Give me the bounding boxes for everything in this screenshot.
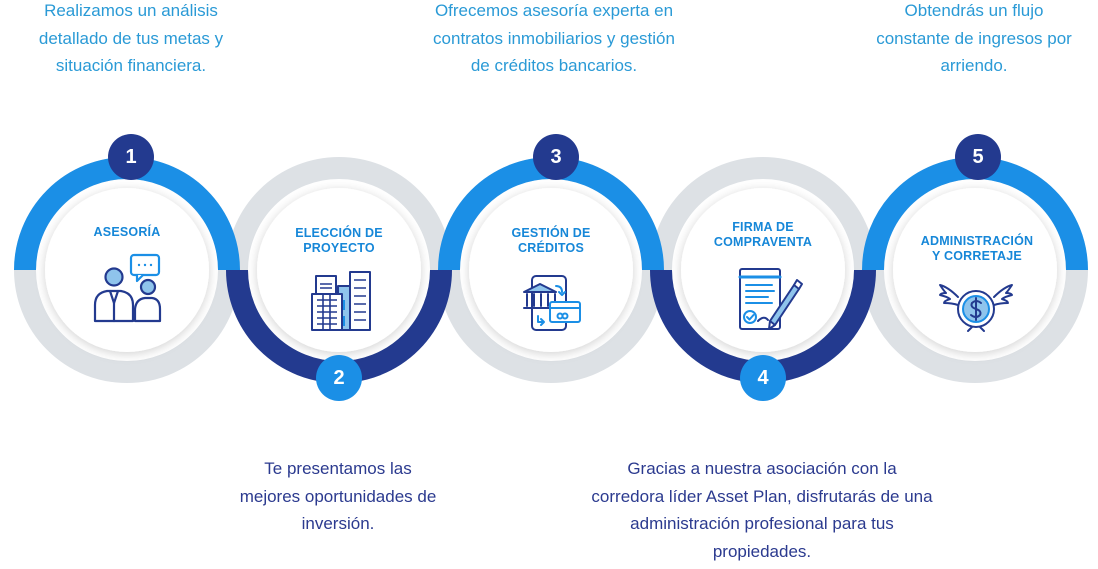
step-3-disc — [469, 188, 633, 352]
step-2-description: Te presentamos las mejores oportunidades… — [240, 455, 437, 538]
step-5-description-line: Obtendrás un flujo — [904, 1, 1044, 20]
step-2-description-line: Te presentamos las — [264, 459, 412, 478]
step-5-description-line: arriendo. — [940, 56, 1008, 75]
step-1-number-badge: 1 — [108, 134, 154, 180]
step-1-description-line: detallado de tus metas y — [38, 28, 224, 48]
step-1-description-line: situación financiera. — [55, 56, 207, 75]
step-2-title: ELECCIÓN DE PROYECTO — [295, 226, 383, 256]
step-3-description-line: Ofrecemos asesoría experta en — [434, 1, 674, 20]
step-4-title: FIRMA DE COMPRAVENTA — [714, 220, 812, 250]
step-3-title: GESTIÓN DE CRÉDITOS — [511, 226, 590, 256]
step-5-title: ADMINISTRACIÓN Y CORRETAJE — [921, 234, 1034, 264]
step-1-description-line: Realizamos un análisis — [44, 1, 218, 20]
step-4-number-badge: 4 — [740, 355, 786, 401]
winged-coin-icon — [939, 284, 1013, 332]
step-4-description-line: Gracias a nuestra asociación con la — [627, 459, 897, 478]
step-5-disc — [893, 188, 1057, 352]
step-3-description-line: contratos inmobiliarios y gestión — [433, 28, 675, 48]
step-1-title-line: ASESORÍA — [93, 225, 161, 239]
step-3-description: Ofrecemos asesoría experta en contratos … — [433, 0, 675, 80]
step-5-description: Obtendrás un flujo constante de ingresos… — [876, 0, 1072, 80]
step-4-description-line: propiedades. — [712, 541, 812, 561]
step-5-title-line: ADMINISTRACIÓN — [920, 234, 1034, 248]
step-3-number-badge: 3 — [533, 134, 579, 180]
step-5-description-line: constante de ingresos por — [876, 28, 1072, 48]
step-1-disc — [45, 188, 209, 352]
step-1-description: Realizamos un análisis detallado de tus … — [39, 0, 223, 80]
step-4-description-line: corredora líder Asset Plan, disfrutarás … — [591, 486, 933, 506]
step-2-title-line: ELECCIÓN DE — [295, 226, 383, 240]
step-2-title-line: PROYECTO — [303, 241, 375, 255]
step-2-description-line: mejores oportunidades de — [239, 486, 437, 506]
step-1-title: ASESORÍA — [94, 225, 161, 240]
step-3-description-line: de créditos bancarios. — [470, 56, 638, 75]
step-2-description-line: inversión. — [301, 514, 375, 533]
step-3-title-line: CRÉDITOS — [518, 241, 584, 255]
step-2-number-badge: 2 — [316, 355, 362, 401]
step-4-title-line: COMPRAVENTA — [713, 235, 813, 249]
step-5-title-line: Y CORRETAJE — [932, 249, 1022, 263]
step-4-description-line: administración profesional para tus — [630, 514, 894, 533]
step-2-disc — [257, 188, 421, 352]
contract-signing-icon — [738, 268, 803, 330]
advisory-people-icon — [93, 253, 162, 323]
bank-credit-icon — [523, 275, 581, 331]
buildings-icon — [311, 271, 371, 331]
step-4-description: Gracias a nuestra asociación con la corr… — [591, 455, 932, 565]
step-4-title-line: FIRMA DE — [732, 220, 794, 234]
step-5-number-badge: 5 — [955, 134, 1001, 180]
step-3-title-line: GESTIÓN DE — [511, 226, 591, 240]
inner-discs — [45, 188, 1057, 352]
